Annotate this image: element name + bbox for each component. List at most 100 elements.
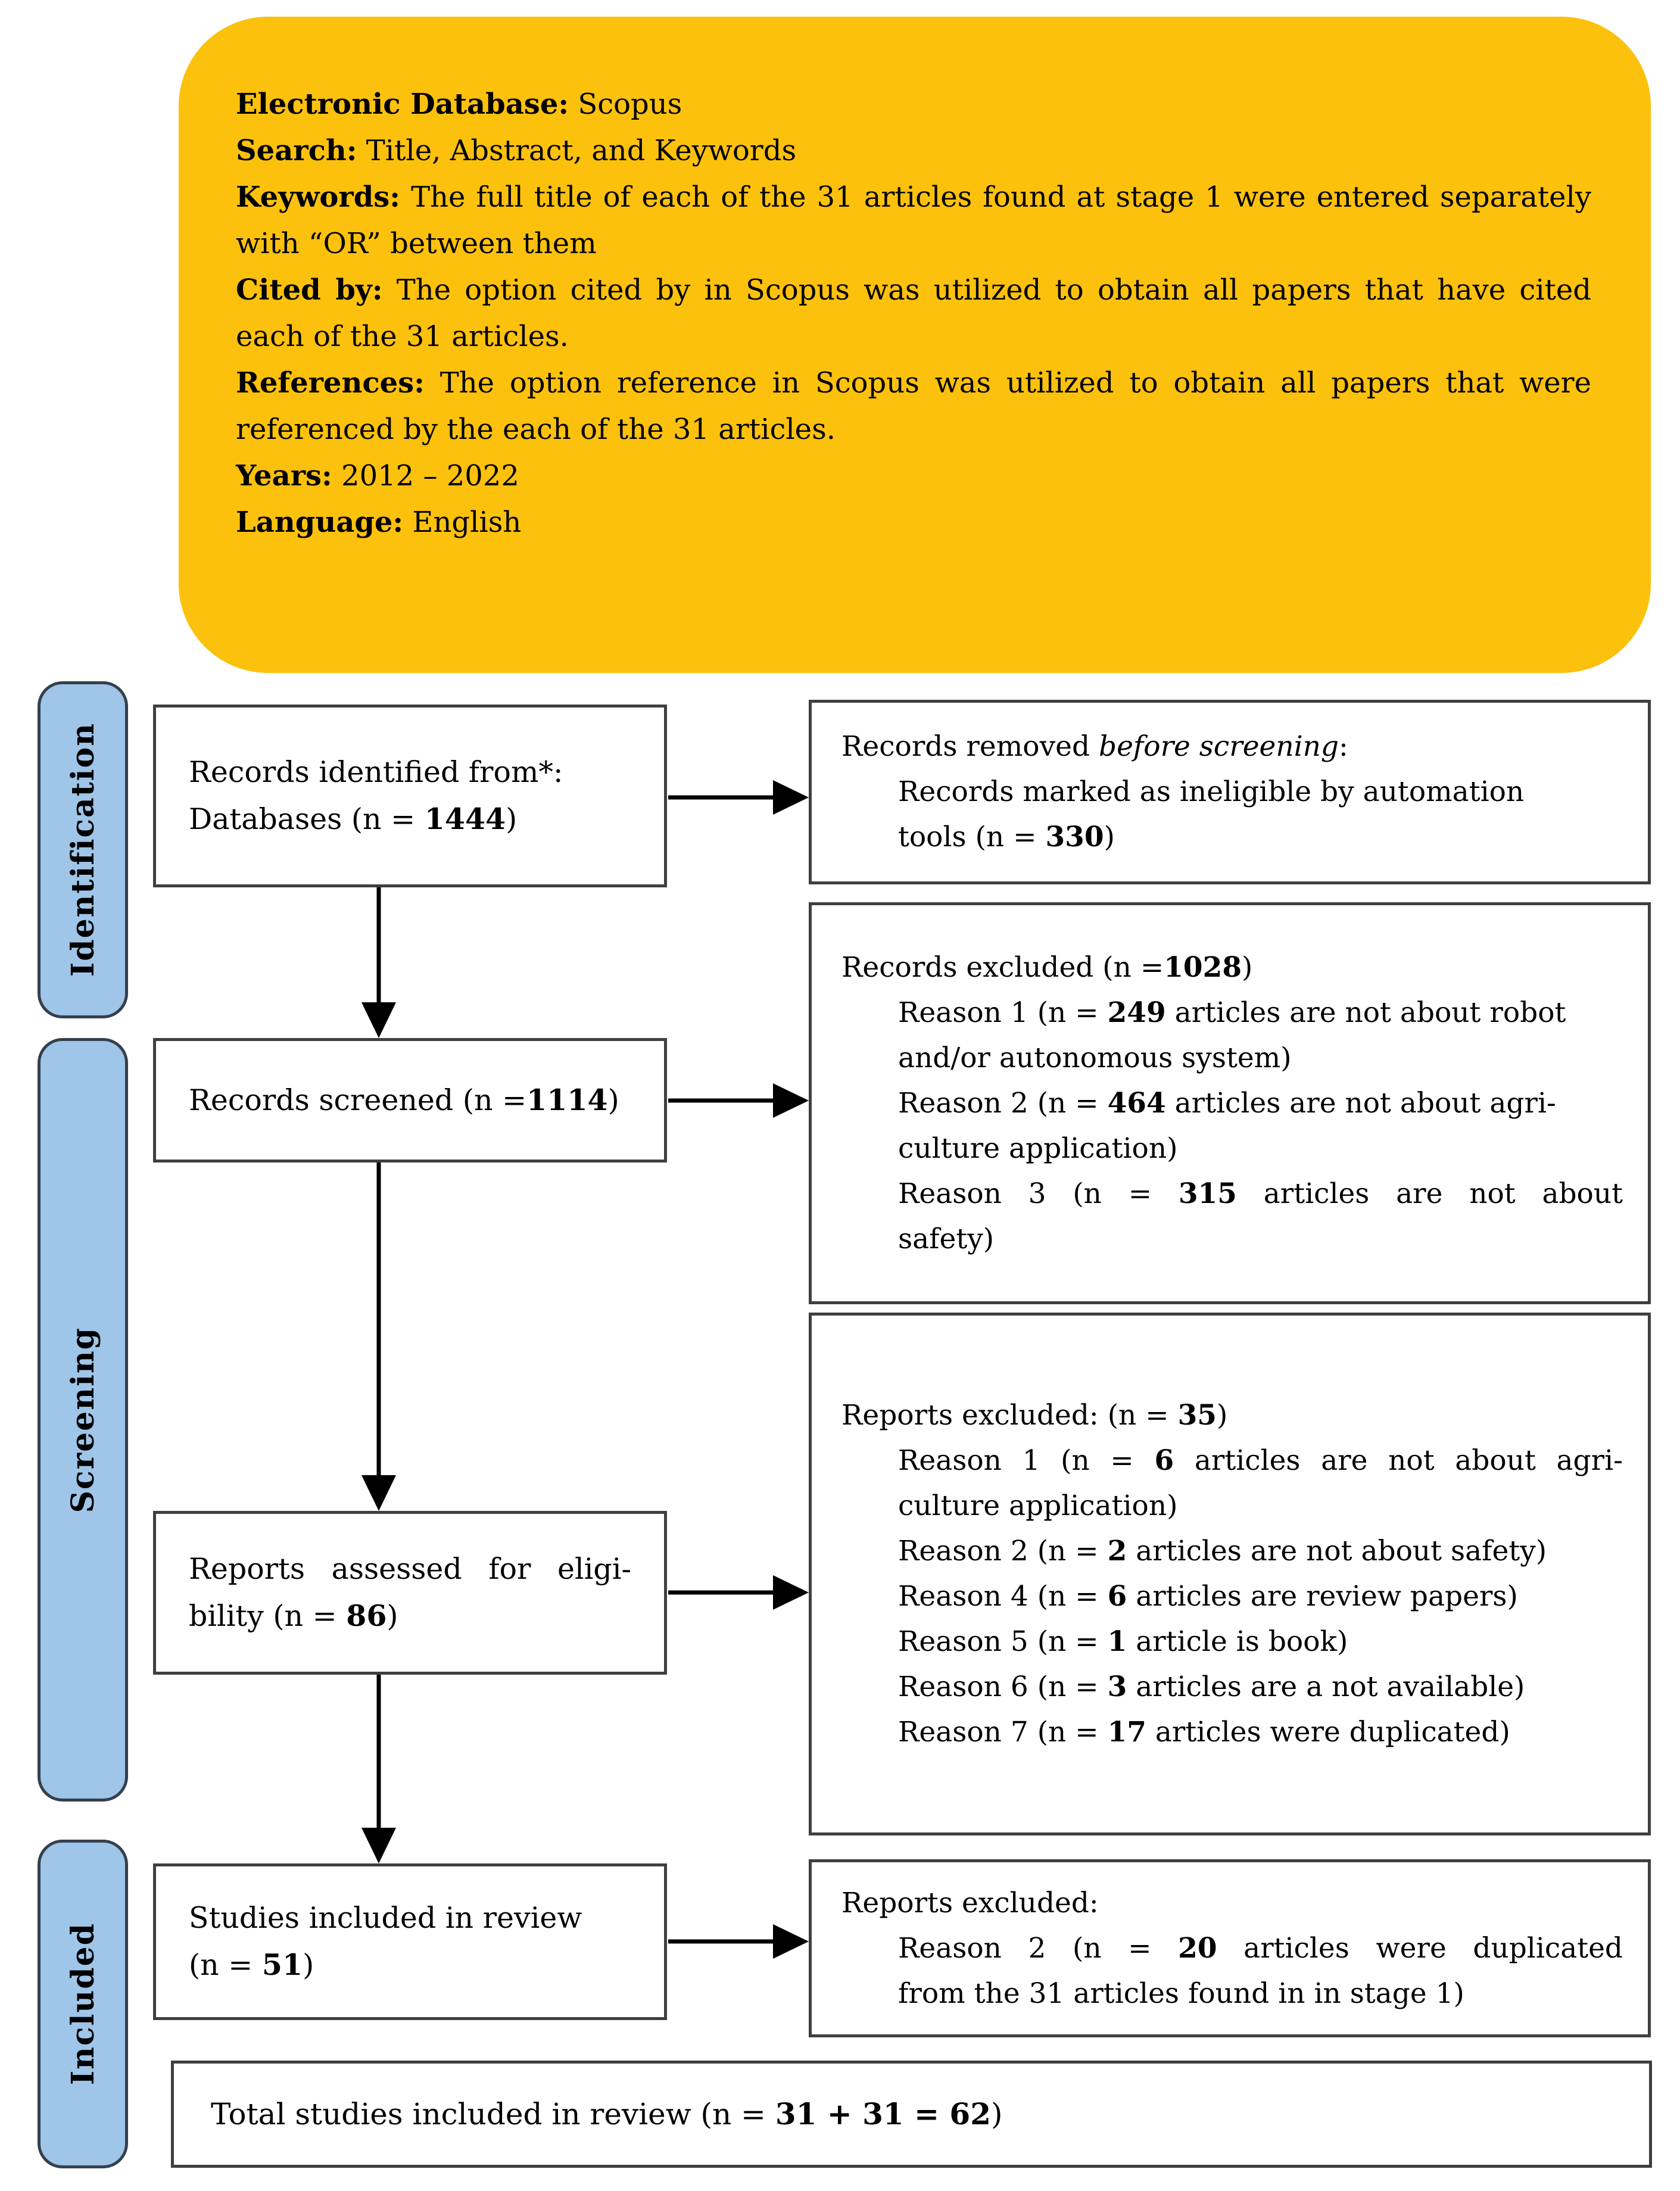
- box-text-line: (n = 51): [189, 1941, 637, 1989]
- count-value: 20: [1178, 1931, 1217, 1965]
- arrow-screened-to-assessed: [361, 1162, 396, 1511]
- search-entry-label: Cited by:: [236, 273, 383, 307]
- search-entry-label: Years:: [236, 459, 332, 493]
- box-text: articles are a not available): [1127, 1670, 1525, 1703]
- stage-label: Screening: [64, 1326, 101, 1513]
- count-value: 86: [346, 1598, 387, 1633]
- box-text: Records removed: [841, 730, 1099, 763]
- count-value: 464: [1107, 1086, 1166, 1120]
- box-text: Records screened (n =: [189, 1083, 527, 1117]
- box-text: article is book): [1127, 1625, 1348, 1658]
- search-entry-years: Years: 2012 – 2022: [236, 453, 1591, 499]
- search-entry-database: Electronic Database: Scopus: [236, 81, 1591, 127]
- search-entry-text: The option reference in Scopus was utili…: [236, 366, 1591, 446]
- box-text-line: Studies included in review: [189, 1895, 637, 1941]
- reason-line-continuation: from the 31 articles found in in stage 1…: [841, 1971, 1623, 2017]
- box-text: ): [506, 802, 518, 836]
- search-entry-text: Scopus: [569, 88, 682, 121]
- box-text-line: Databases (n = 1444): [189, 796, 637, 843]
- box-text: articles were duplicated: [1217, 1931, 1623, 1965]
- box-text: Reason 1 (n =: [898, 996, 1108, 1029]
- box-text-italic: before screening: [1098, 730, 1339, 763]
- search-entry-text: The full title of each of the 31 article…: [236, 180, 1591, 260]
- box-text: articles are not about: [1236, 1177, 1623, 1210]
- box-text-line: bility (n = 86): [189, 1592, 631, 1640]
- search-entry-references: References: The option reference in Scop…: [236, 360, 1591, 453]
- box-text: Studies included in review: [189, 1901, 582, 1935]
- search-entry-label: Language:: [236, 506, 404, 539]
- box-text: Reason 7 (n =: [898, 1716, 1108, 1749]
- search-entry-text: English: [403, 506, 522, 539]
- box-text: ): [303, 1948, 314, 1982]
- arrow-identified-to-screened: [361, 887, 396, 1038]
- count-value: 249: [1107, 996, 1166, 1029]
- reason-line: Reason 4 (n = 6 articles are review pape…: [841, 1574, 1623, 1619]
- search-entry-label: References:: [236, 366, 425, 400]
- search-entry-label: Keywords:: [236, 180, 401, 214]
- box-text: ): [1216, 1399, 1228, 1432]
- reason-line-continuation: and/or autonomous system): [841, 1036, 1623, 1081]
- count-value: 1444: [424, 802, 506, 836]
- reason-line-continuation: safety): [841, 1217, 1623, 1262]
- search-entry-search: Search: Title, Abstract, and Keywords: [236, 127, 1591, 174]
- search-entry-label: Electronic Database:: [236, 88, 569, 121]
- box-text: ): [387, 1599, 398, 1633]
- reason-line: Reason 1 (n = 6 articles are not about a…: [841, 1438, 1623, 1483]
- stage-label: Included: [64, 1922, 101, 2086]
- count-value: 17: [1107, 1716, 1146, 1749]
- box-text: articles are not about agri-: [1174, 1444, 1623, 1477]
- box-text: and/or autonomous system): [898, 1041, 1292, 1074]
- box-text: Reason 6 (n =: [898, 1670, 1108, 1703]
- box-text-line: Records excluded (n =1028): [841, 945, 1623, 990]
- records-screened-box: Records screened (n =1114): [153, 1038, 667, 1162]
- search-strategy-box: Electronic Database: Scopus Search: Titl…: [179, 17, 1651, 673]
- box-text-line: Reports excluded:: [841, 1881, 1623, 1926]
- box-text-line: Reports assessed for eligi-: [189, 1546, 631, 1592]
- search-entry-text: Title, Abstract, and Keywords: [357, 134, 797, 167]
- count-value: 3: [1107, 1670, 1127, 1703]
- count-value: 315: [1178, 1177, 1237, 1210]
- count-value: 1114: [526, 1083, 608, 1117]
- records-excluded-box: Records excluded (n =1028) Reason 1 (n =…: [809, 902, 1651, 1304]
- reason-line: Reason 6 (n = 3 articles are a not avail…: [841, 1665, 1623, 1710]
- box-text: articles are not about safety): [1127, 1535, 1547, 1567]
- arrow-assessed-to-excluded: [668, 1575, 809, 1610]
- box-text: safety): [898, 1222, 995, 1255]
- box-text-line: Records marked as ineligible by automati…: [841, 769, 1623, 815]
- box-text: Records marked as ineligible by automati…: [898, 775, 1525, 808]
- records-identified-box: Records identified from*: Databases (n =…: [153, 705, 667, 887]
- box-text: Reason 4 (n =: [898, 1580, 1108, 1613]
- box-text: from the 31 articles found in in stage 1…: [898, 1977, 1464, 2010]
- box-text: Reason 2 (n =: [898, 1931, 1179, 1965]
- box-text: ): [1242, 950, 1253, 984]
- arrow-identified-to-removed: [668, 780, 809, 815]
- box-text-line: Total studies included in review (n = 31…: [211, 2091, 1649, 2137]
- box-text: bility (n =: [189, 1599, 347, 1633]
- box-text: articles were duplicated): [1146, 1716, 1510, 1749]
- stage-included: Included: [38, 1840, 128, 2168]
- box-text: culture application): [898, 1489, 1178, 1522]
- box-text: Records identified from*:: [189, 755, 563, 789]
- reason-line: Reason 1 (n = 249 articles are not about…: [841, 990, 1623, 1036]
- box-text-line: tools (n = 330): [841, 815, 1623, 860]
- reports-assessed-box: Reports assessed for eligi- bility (n = …: [153, 1511, 667, 1675]
- studies-included-box: Studies included in review (n = 51): [153, 1863, 667, 2020]
- reason-line: Reason 2 (n = 20 articles were duplicate…: [841, 1926, 1623, 1971]
- box-text: ): [991, 2097, 1003, 2131]
- stage-screening: Screening: [38, 1038, 128, 1802]
- box-text: culture application): [898, 1132, 1178, 1165]
- box-text: Databases (n =: [189, 802, 425, 836]
- count-value: 6: [1154, 1444, 1174, 1477]
- box-text: Reason 3 (n =: [898, 1177, 1179, 1210]
- total-included-box: Total studies included in review (n = 31…: [171, 2061, 1652, 2168]
- count-value: 330: [1045, 821, 1104, 853]
- count-value: 51: [261, 1947, 303, 1982]
- search-entry-language: Language: English: [236, 499, 1591, 546]
- box-text: Reason 5 (n =: [898, 1625, 1108, 1658]
- reason-line: Reason 2 (n = 464 articles are not about…: [841, 1081, 1623, 1126]
- stage-identification: Identification: [38, 681, 128, 1018]
- count-value: 6: [1107, 1580, 1127, 1613]
- reason-line: Reason 7 (n = 17 articles were duplicate…: [841, 1710, 1623, 1755]
- box-text: ): [1104, 821, 1115, 853]
